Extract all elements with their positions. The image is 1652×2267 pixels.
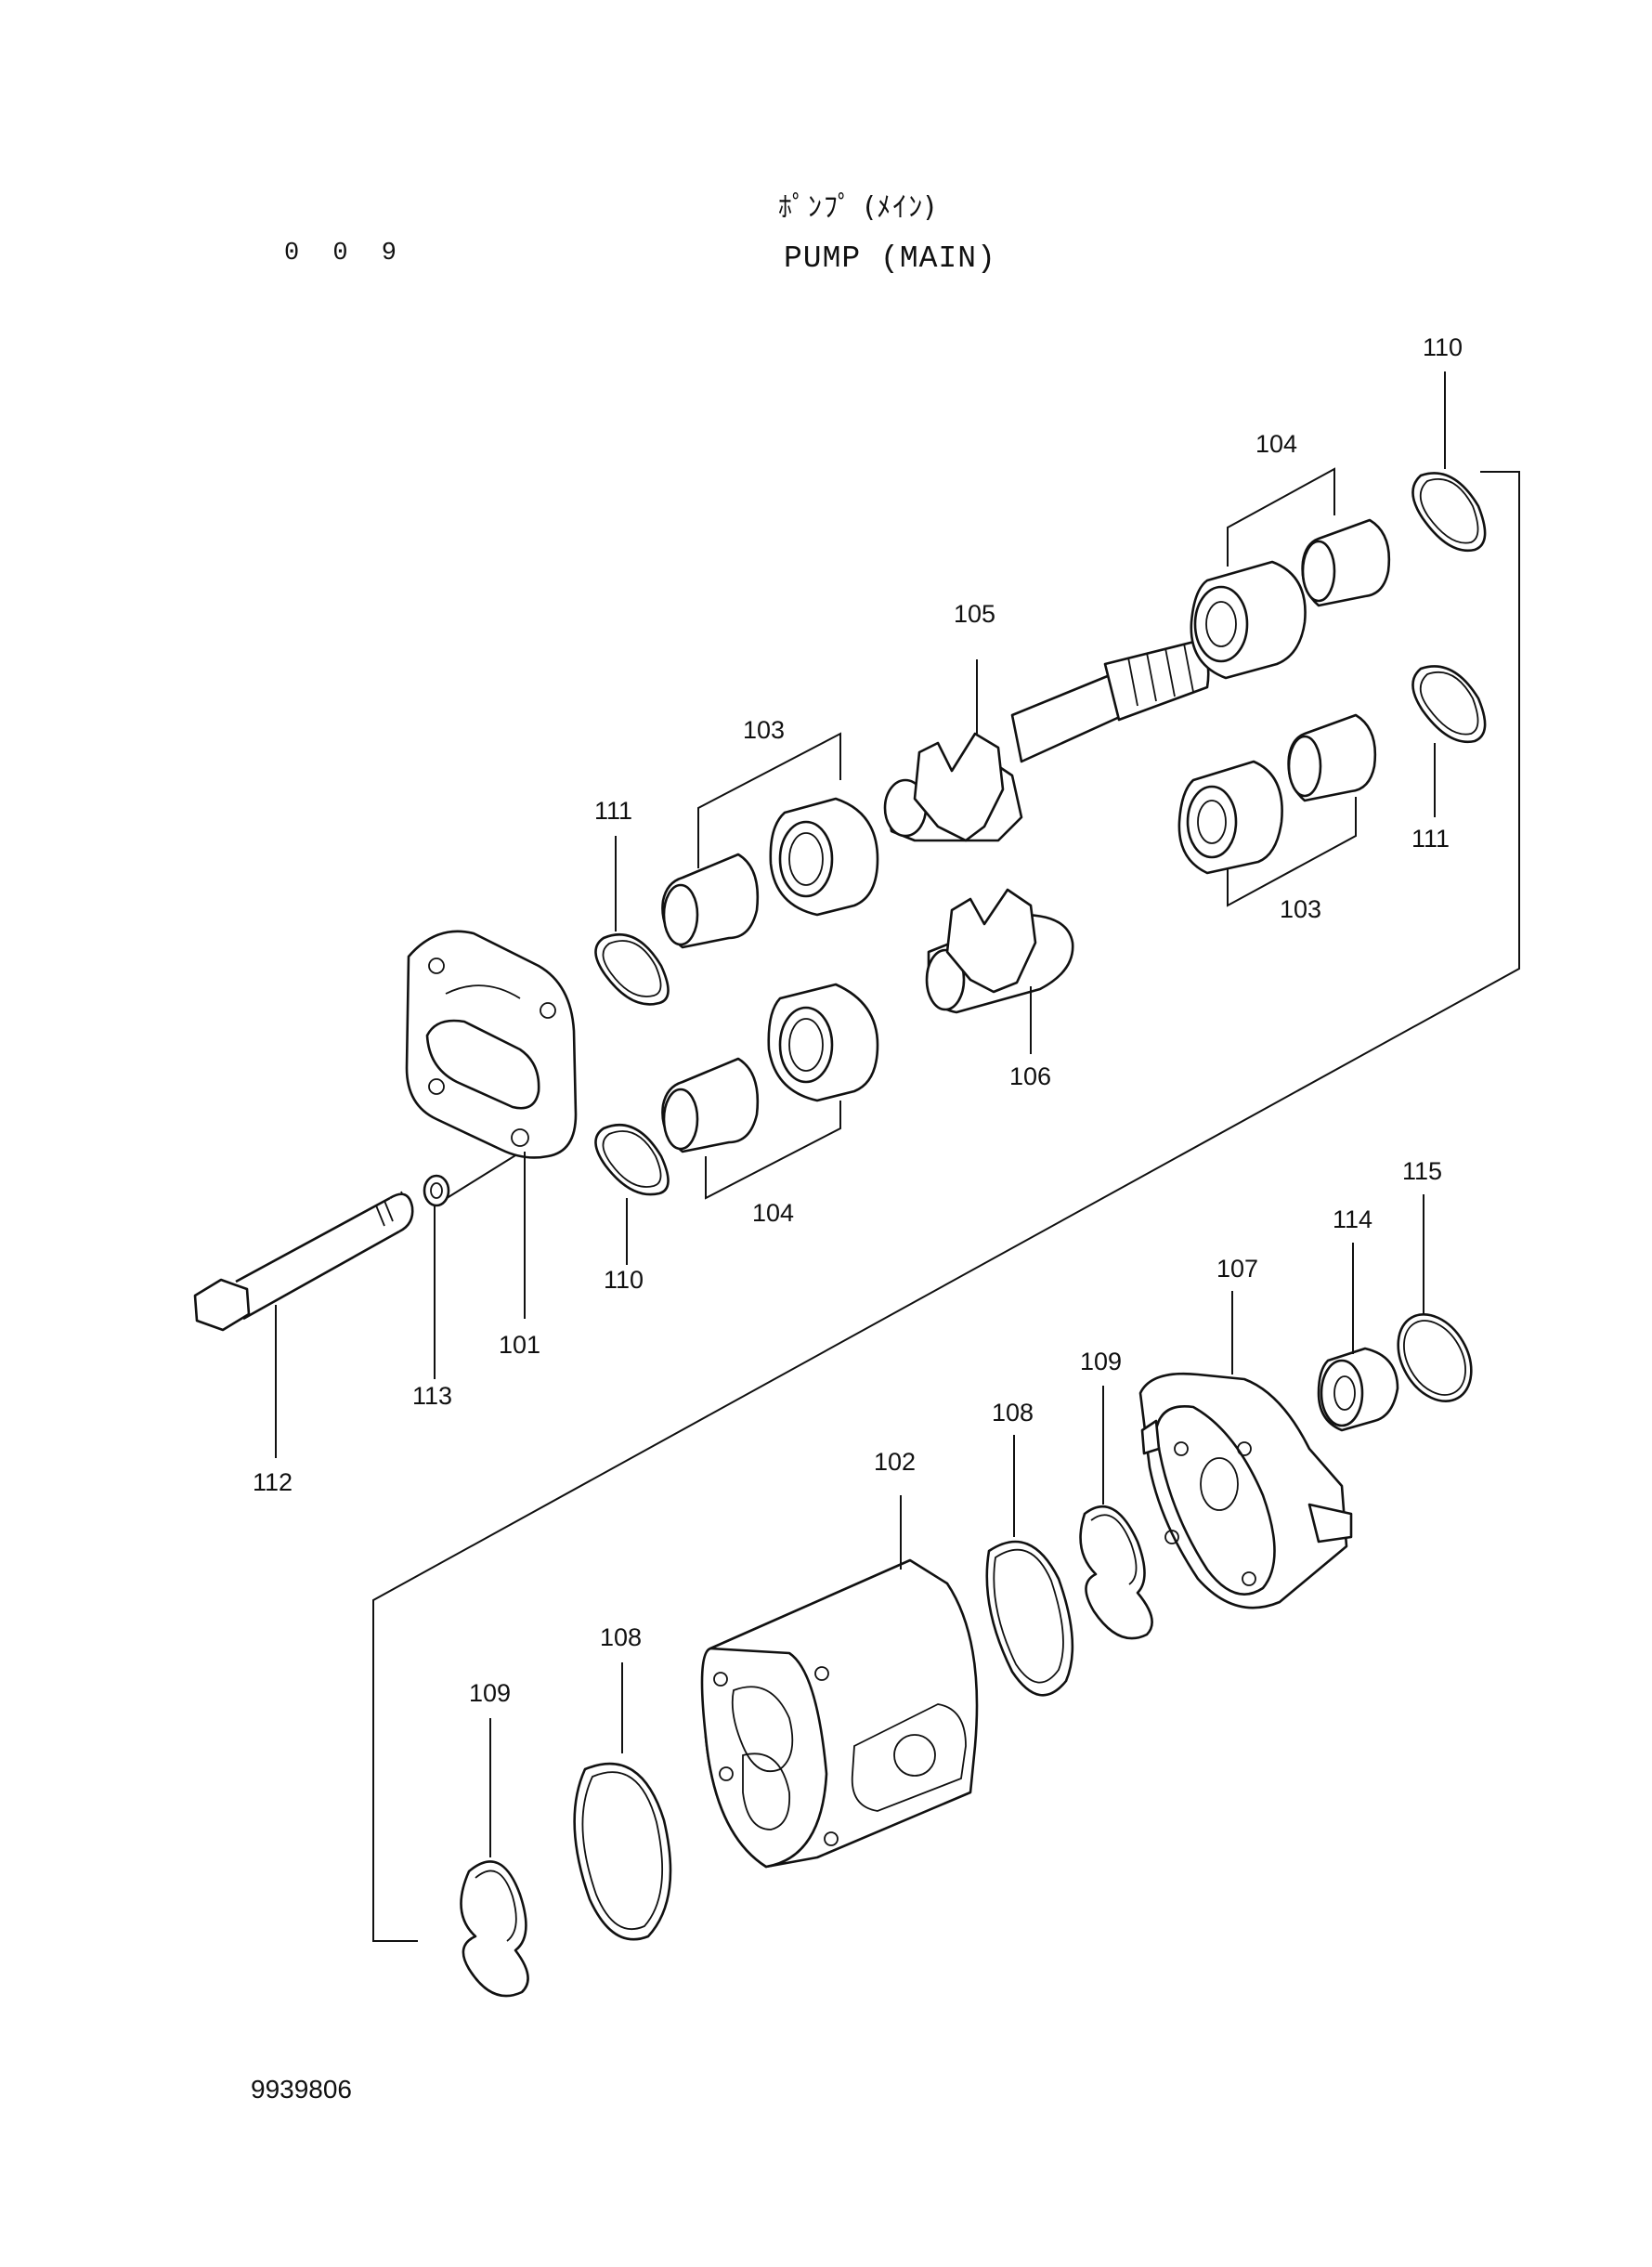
title-english: PUMP (MAIN)	[784, 241, 996, 276]
label-112: 112	[253, 1468, 293, 1496]
label-115: 115	[1402, 1157, 1442, 1185]
label-111-left: 111	[594, 797, 632, 825]
label-109-upper: 109	[1080, 1348, 1122, 1375]
front-cover-101[interactable]	[405, 930, 578, 1319]
title-japanese: ﾎﾟﾝﾌﾟ (ﾒｲﾝ)	[778, 191, 937, 224]
page-number: 0 0 9	[284, 240, 407, 267]
pump-body-102[interactable]	[700, 1495, 979, 1869]
label-101: 101	[499, 1331, 540, 1359]
seal-109-upper[interactable]	[1079, 1386, 1153, 1640]
seal-108-lower[interactable]	[573, 1662, 672, 1941]
rear-cover-107[interactable]	[1138, 1291, 1353, 1609]
label-107: 107	[1216, 1255, 1258, 1283]
oil-seal-114[interactable]	[1317, 1243, 1399, 1432]
seal-110-right[interactable]	[1411, 371, 1487, 553]
bolt-112[interactable]	[193, 1191, 414, 1458]
washer-113[interactable]	[423, 1174, 450, 1379]
label-114: 114	[1333, 1205, 1372, 1233]
bushing-103-left[interactable]	[661, 732, 879, 949]
driven-gear-106[interactable]	[925, 888, 1074, 1054]
snap-ring-115[interactable]	[1384, 1194, 1487, 1414]
label-105: 105	[954, 600, 995, 628]
label-108-lower: 108	[600, 1623, 642, 1651]
label-111-right: 111	[1411, 825, 1450, 853]
seal-110-left[interactable]	[594, 1124, 670, 1265]
label-104-left: 104	[752, 1199, 794, 1227]
label-104-right: 104	[1255, 430, 1297, 458]
seal-109-lower[interactable]	[460, 1718, 529, 1998]
label-102: 102	[874, 1448, 916, 1476]
label-113: 113	[412, 1382, 452, 1410]
bushing-104-right[interactable]	[1190, 467, 1391, 680]
label-108-upper: 108	[992, 1399, 1034, 1427]
label-103-right: 103	[1280, 895, 1321, 923]
seal-111-left[interactable]	[594, 836, 670, 1006]
bushing-103-right[interactable]	[1177, 713, 1377, 907]
seal-108-upper[interactable]	[985, 1435, 1074, 1697]
label-109-lower: 109	[469, 1679, 511, 1707]
bushing-104-left[interactable]	[661, 983, 879, 1200]
label-103-left: 103	[743, 716, 785, 744]
seal-111-right[interactable]	[1411, 665, 1487, 817]
label-110-right: 110	[1423, 333, 1463, 361]
label-110-left: 110	[604, 1266, 644, 1294]
drive-gear-105[interactable]	[883, 639, 1210, 842]
drawing-number: 9939806	[251, 2075, 353, 2104]
part-labels: 101 102 103 103 104 104 105 106 107 108 …	[253, 333, 1463, 1707]
assembly-boundary-lines	[372, 471, 1520, 1942]
label-106: 106	[1009, 1062, 1051, 1090]
